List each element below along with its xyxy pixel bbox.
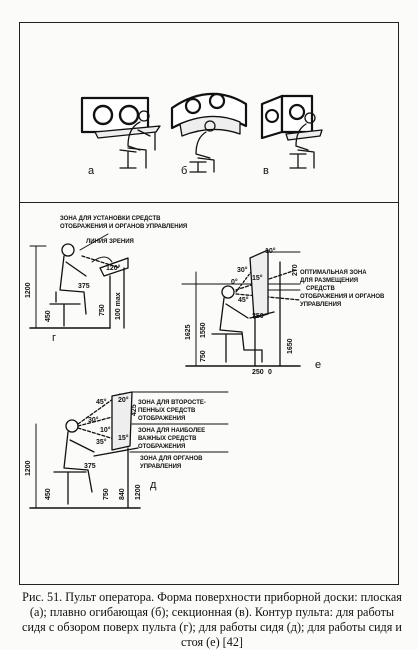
panel-d-drawing (29, 391, 229, 509)
bottom-frame (19, 202, 399, 585)
panel-d-zone-sec-2: ПЕННЫХ СРЕДСТВ (138, 408, 196, 414)
panel-e-dim-250-top: 250 (252, 313, 264, 320)
panel-d-dim-1200-right: 1200 (135, 484, 142, 500)
panel-d-dim-375: 375 (84, 463, 96, 470)
panel-d-dim-750: 750 (103, 488, 110, 500)
panel-e-angle-10: 10° (265, 247, 276, 255)
panel-d-zone-sec-1: ЗОНА ДЛЯ ВТОРОСТЕ- (138, 400, 206, 406)
panel-g-dim-1200: 1200 (25, 282, 32, 298)
label-d: д (150, 479, 157, 491)
label-b: б (181, 165, 187, 177)
panel-e-dim-1650: 1650 (287, 338, 294, 354)
panel-e-zone-2: ДЛЯ РАЗМЕЩЕНИЯ (300, 278, 358, 284)
panel-e-angle-15: 15° (252, 274, 263, 282)
label-g: г (52, 332, 56, 344)
panel-g-drawing (29, 233, 129, 329)
panel-d-angle-10: 10° (100, 426, 111, 434)
panel-d-angle-45: 45° (96, 398, 107, 406)
panel-d-dim-1200-left: 1200 (25, 460, 32, 476)
panel-d-dim-425: 425 (131, 404, 138, 416)
label-a: а (88, 165, 95, 177)
panel-e-zone-3: СРЕДСТВ (306, 286, 335, 292)
panel-g-dim-750: 750 (99, 304, 106, 316)
panel-e-dim-0: 0 (268, 369, 272, 376)
panel-d-zone-sec-3: ОТОБРАЖЕНИЯ (138, 416, 185, 422)
console-flat-a (80, 96, 161, 169)
panel-d-zone-pri-1: ЗОНА ДЛЯ НАИБОЛЕЕ (138, 428, 205, 434)
panel-e-dim-1625: 1625 (185, 324, 192, 340)
panel-d-zone-ctrl-2: УПРАВЛЕНИЯ (140, 464, 181, 470)
panel-e-dim-270: 270 (292, 264, 299, 276)
panel-e-angle-0: 0° (231, 278, 238, 286)
panel-e-drawing (181, 249, 301, 367)
panel-g-dim-375: 375 (78, 283, 90, 290)
panel-d-zone-ctrl-1: ЗОНА ДЛЯ ОРГАНОВ (140, 456, 203, 462)
label-c: в (263, 165, 269, 177)
panel-d-angle-15: 15° (118, 434, 129, 442)
panel-g-dim-100max: 100 max (115, 292, 122, 320)
panel-d-dim-840: 840 (119, 488, 126, 500)
panel-d-zone-pri-3: ОТОБРАЖЕНИЯ (138, 444, 185, 450)
panel-g-angle: 120° (106, 264, 121, 272)
panel-g-dim-450: 450 (45, 310, 52, 322)
panel-g-sight-line: ЛИНИЯ ЗРЕНИЯ (86, 239, 134, 245)
panel-e-zone-1: ОПТИМАЛЬНАЯ ЗОНА (300, 270, 367, 276)
console-curved-b (170, 92, 248, 173)
panel-g-zone-label-1: ЗОНА ДЛЯ УСТАНОВКИ СРЕДСТВ (60, 216, 161, 222)
panel-d-dim-450: 450 (45, 488, 52, 500)
panel-g-zone-label-2: ОТОБРАЖЕНИЯ И ОРГАНОВ УПРАВЛЕНИЯ (60, 224, 187, 230)
panel-e-dim-750: 750 (200, 350, 207, 362)
figure-caption: Рис. 51. Пульт оператора. Форма поверхно… (22, 590, 402, 649)
label-e: е (315, 359, 321, 371)
panel-e-dim-250-bottom: 250 (252, 369, 264, 376)
console-sectional-c (260, 94, 323, 169)
panel-d-angle-20: 20° (118, 396, 129, 404)
panel-e-zone-4: ОТОБРАЖЕНИЯ И ОРГАНОВ (300, 294, 385, 300)
panel-e-angle-30: 30° (237, 266, 248, 274)
panel-e-dim-1550: 1550 (200, 322, 207, 338)
panel-d-zone-pri-2: ВАЖНЫХ СРЕДСТВ (138, 436, 197, 442)
panel-e-angle-45: 45° (238, 296, 249, 304)
panel-d-angle-30: 30° (88, 416, 99, 424)
top-frame (19, 22, 399, 203)
panel-e-zone-5: УПРАВЛЕНИЯ (300, 302, 341, 308)
panel-d-angle-35: 35° (96, 438, 107, 446)
